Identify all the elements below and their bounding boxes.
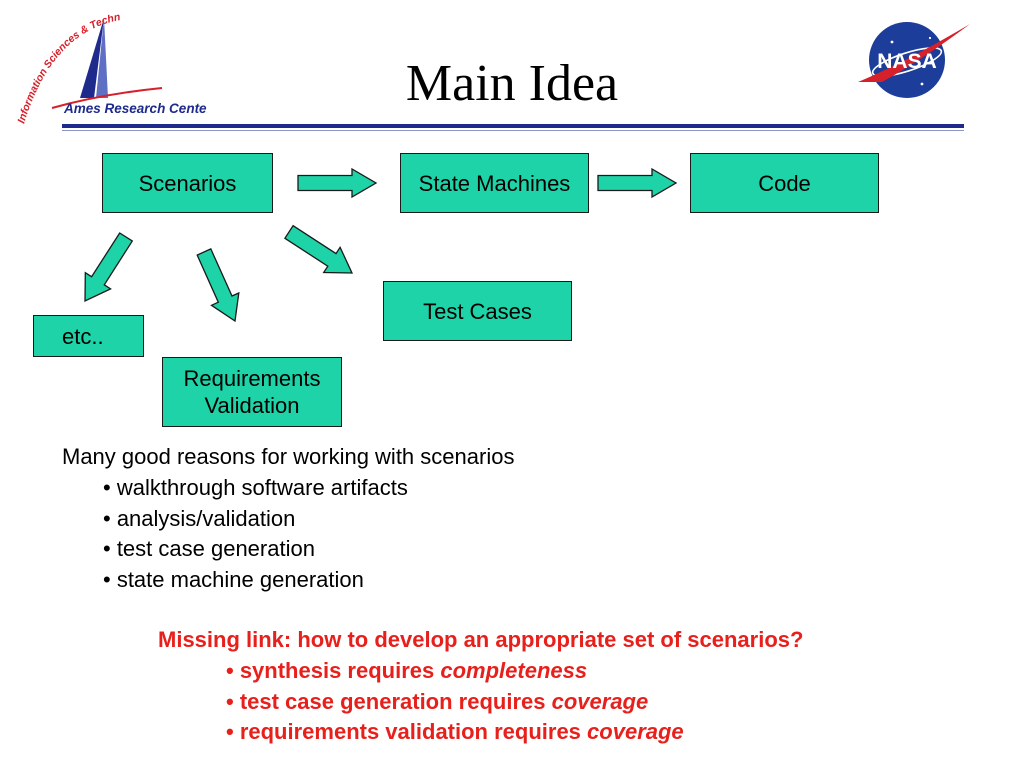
ames-logo-center-text: Ames Research Center bbox=[63, 101, 207, 116]
list-item: • state machine generation bbox=[103, 566, 364, 592]
page-title: Main Idea bbox=[405, 55, 619, 112]
title-rule bbox=[62, 124, 964, 128]
etc-label: etc.. bbox=[62, 323, 104, 349]
code-label: Code bbox=[758, 170, 811, 196]
nasa-logo-text: NASA bbox=[877, 50, 937, 73]
list-item: • requirements validation requires cover… bbox=[226, 717, 684, 748]
list-item-text: • synthesis requires bbox=[226, 658, 441, 683]
list-item: • analysis/validation bbox=[103, 505, 296, 531]
title-rule-thin bbox=[62, 130, 964, 131]
arrow-scenarios-to-requirements bbox=[196, 248, 240, 323]
arrow-state-machines-to-code bbox=[597, 167, 678, 199]
list-item-text: • requirements validation requires bbox=[226, 719, 588, 744]
list-item: • test case generation requires coverage bbox=[226, 687, 684, 718]
ames-logo-triangle-light bbox=[96, 18, 108, 98]
ames-logo-graphic: Information Sciences & Technology Ames R… bbox=[12, 12, 207, 125]
nasa-logo-graphic: NASA bbox=[858, 22, 970, 98]
list-item-emphasis: coverage bbox=[551, 688, 649, 714]
requirements-validation-box: Requirements Validation bbox=[162, 357, 342, 427]
nasa-logo: NASA bbox=[852, 16, 974, 102]
missing-link-heading: Missing link: how to develop an appropri… bbox=[158, 627, 804, 652]
list-item-emphasis: completeness bbox=[440, 658, 588, 683]
ames-logo-triangle-dark bbox=[80, 18, 104, 98]
scenarios-box: Scenarios bbox=[102, 153, 273, 213]
list-item: • synthesis requires completeness bbox=[226, 656, 684, 687]
arrow-scenarios-to-test-cases bbox=[284, 224, 354, 274]
nasa-logo-star bbox=[920, 82, 924, 86]
test-cases-box: Test Cases bbox=[383, 281, 572, 341]
state-machines-label: State Machines bbox=[418, 170, 571, 196]
list-item-text: • test case generation requires bbox=[226, 688, 552, 714]
validation-label: Validation bbox=[204, 393, 300, 418]
etc-box: etc.. bbox=[33, 315, 144, 357]
code-box: Code bbox=[690, 153, 879, 213]
ames-research-center-logo: Information Sciences & Technology Ames R… bbox=[12, 12, 207, 130]
list-item-emphasis: coverage bbox=[587, 719, 684, 744]
reasons-list: • walkthrough software artifacts • analy… bbox=[103, 473, 408, 595]
ames-logo-swoosh bbox=[51, 87, 163, 109]
requirements-label: Requirements bbox=[183, 366, 321, 391]
state-machines-box: State Machines bbox=[400, 153, 589, 213]
list-item: • walkthrough software artifacts bbox=[103, 475, 408, 500]
nasa-logo-star bbox=[890, 40, 894, 44]
arrow-scenarios-to-state-machines bbox=[297, 167, 378, 199]
arrow-scenarios-to-etc bbox=[84, 232, 134, 303]
scenarios-label: Scenarios bbox=[138, 170, 237, 196]
test-cases-label: Test Cases bbox=[423, 298, 532, 324]
list-item: • test case generation bbox=[103, 536, 315, 561]
reasons-heading: Many good reasons for working with scena… bbox=[62, 444, 515, 469]
missing-link-list: • synthesis requires completeness • test… bbox=[226, 656, 684, 748]
nasa-logo-orbit bbox=[871, 47, 943, 77]
nasa-logo-star bbox=[928, 36, 932, 40]
